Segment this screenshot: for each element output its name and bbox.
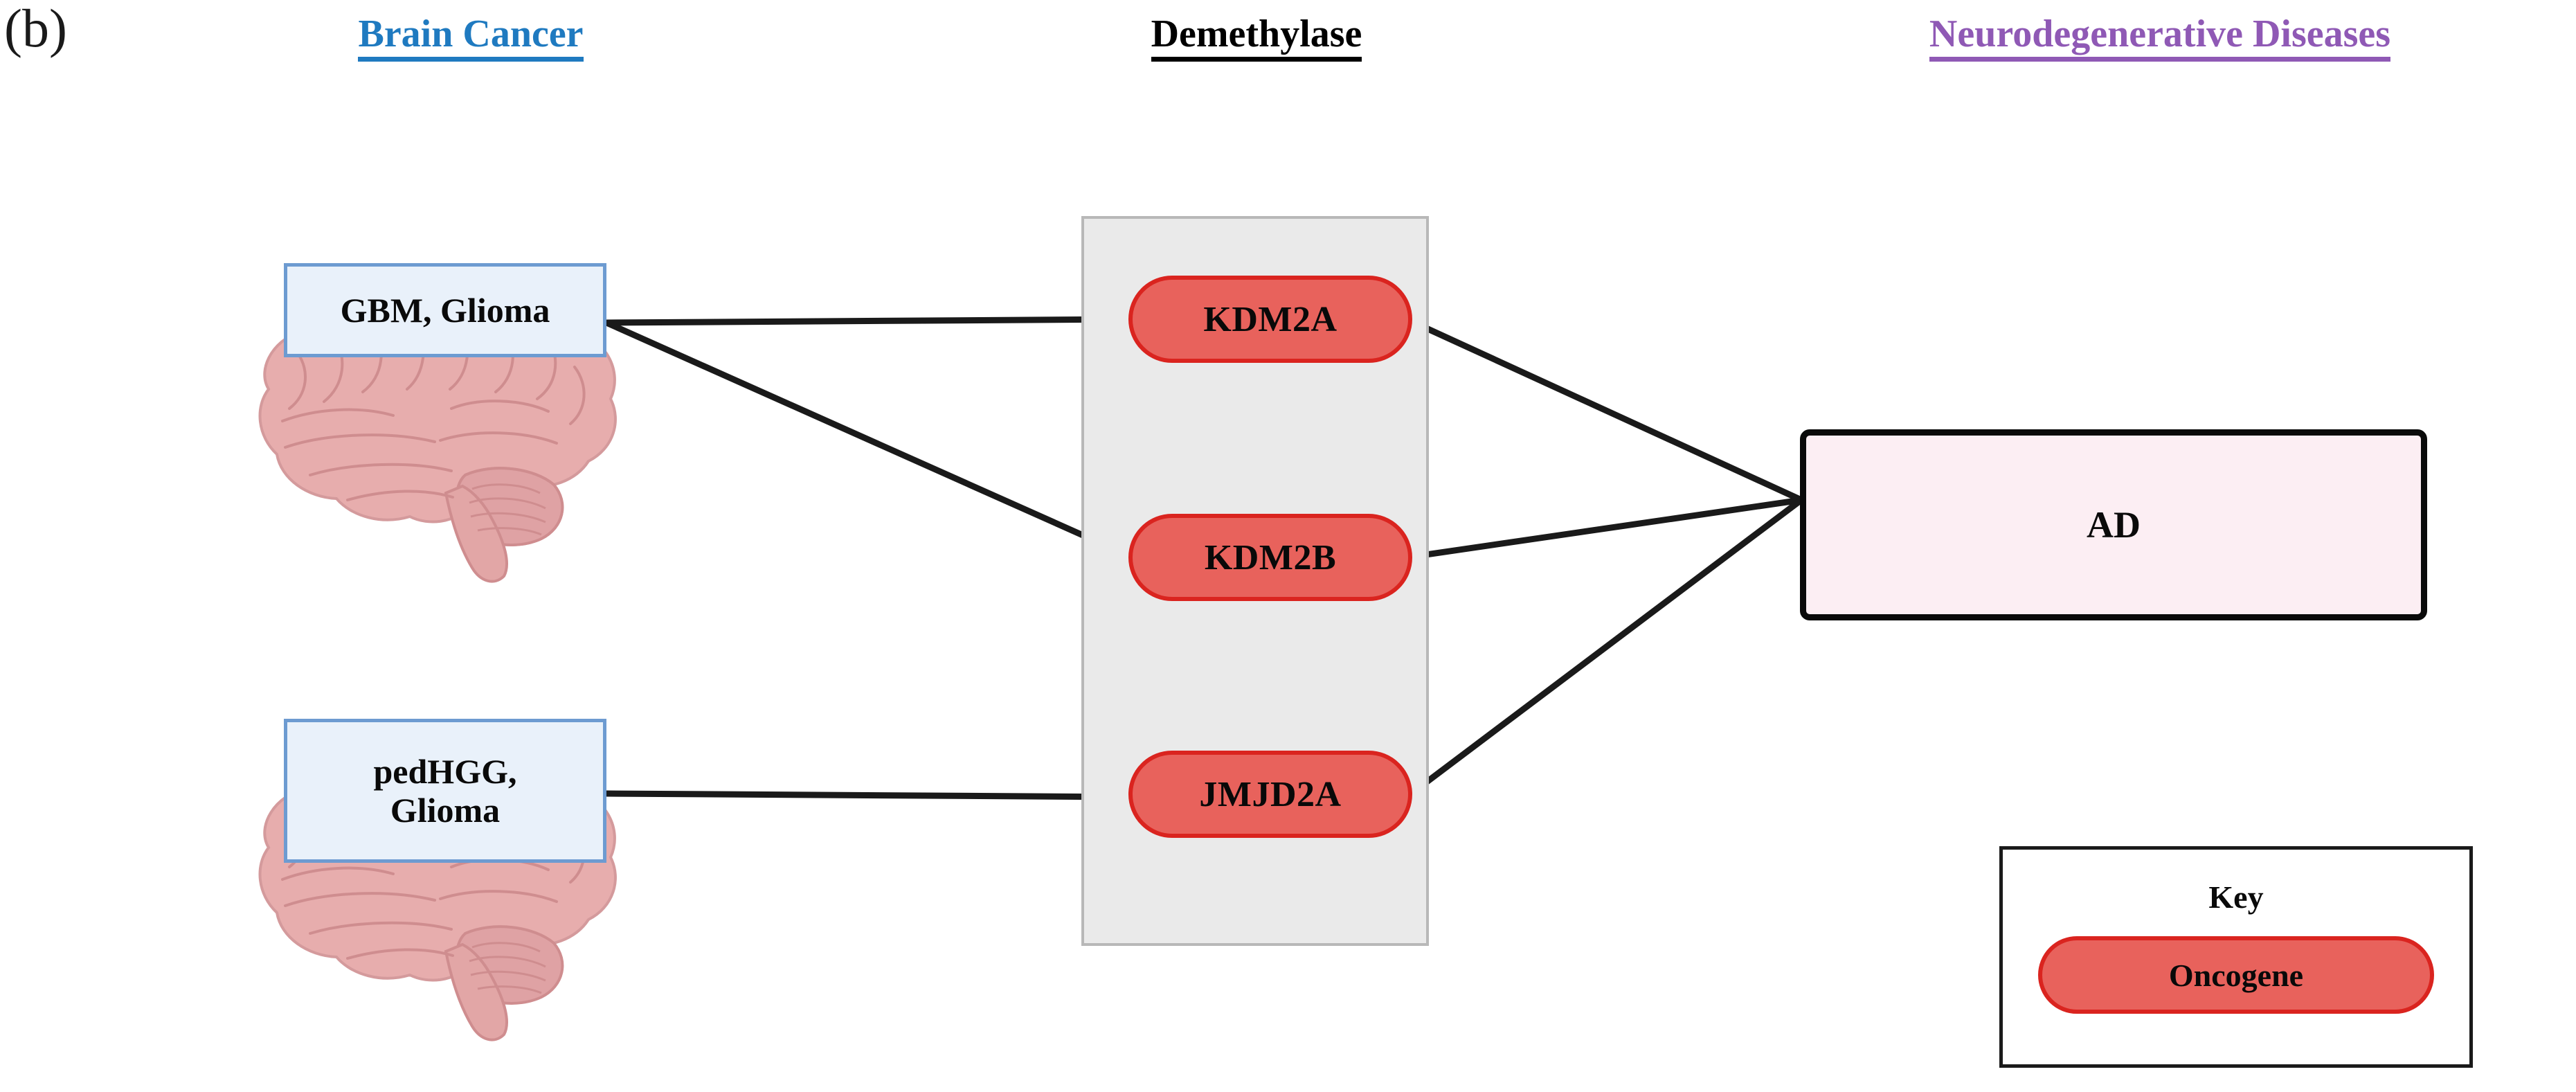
column-header-brain-cancer: Brain Cancer: [277, 14, 665, 64]
gene-pill-jmjd2a[interactable]: JMJD2A: [1128, 751, 1412, 838]
gene-pill-kdm2b[interactable]: KDM2B: [1128, 514, 1412, 601]
edge-gbm-to-kdm2a: [603, 316, 1136, 326]
column-header-demethylase: Demethylase: [1066, 14, 1447, 64]
gene-pill-jmjd2a-label: JMJD2A: [1199, 774, 1342, 814]
legend-key-box: Key Oncogene: [1999, 846, 2473, 1068]
legend-swatch-oncogene: Oncogene: [2038, 936, 2434, 1014]
disease-box-ad[interactable]: AD: [1800, 429, 2427, 620]
column-header-neurodegenerative-diseases-label: Neurodegenerative Diseases: [1929, 14, 2391, 62]
cancer-box-pedhgg-glioma[interactable]: pedHGG, Glioma: [284, 719, 606, 863]
cancer-box-pedhgg-glioma-label: pedHGG, Glioma: [374, 752, 517, 830]
legend-title: Key: [2208, 879, 2264, 915]
gene-pill-kdm2a-label: KDM2A: [1203, 299, 1337, 339]
column-header-brain-cancer-label: Brain Cancer: [358, 14, 584, 62]
column-header-neurodegenerative-diseases: Neurodegenerative Diseases: [1758, 14, 2561, 64]
cancer-box-gbm-glioma-label: GBM, Glioma: [340, 291, 550, 330]
cancer-box-gbm-glioma[interactable]: GBM, Glioma: [284, 263, 606, 357]
gene-pill-kdm2a[interactable]: KDM2A: [1128, 276, 1412, 363]
edge-kdm2b-to-ad: [1403, 496, 1805, 561]
brain-illustration-icon: [258, 307, 617, 583]
disease-box-ad-label: AD: [2087, 504, 2141, 546]
gene-pill-kdm2b-label: KDM2B: [1204, 537, 1337, 578]
edge-gbm-to-kdm2b: [603, 319, 1136, 561]
edge-pedhgg-to-jmjd2a: [603, 790, 1136, 800]
edge-kdm2a-to-ad: [1403, 316, 1805, 503]
edge-jmjd2a-to-ad: [1403, 496, 1805, 800]
cancer-box-pedhgg-line1: pedHGG,: [373, 752, 517, 791]
legend-swatch-oncogene-label: Oncogene: [2168, 957, 2304, 993]
panel-letter: (b): [4, 0, 67, 58]
cancer-box-pedhgg-line2: Glioma: [390, 791, 501, 830]
column-header-demethylase-label: Demethylase: [1151, 14, 1362, 62]
